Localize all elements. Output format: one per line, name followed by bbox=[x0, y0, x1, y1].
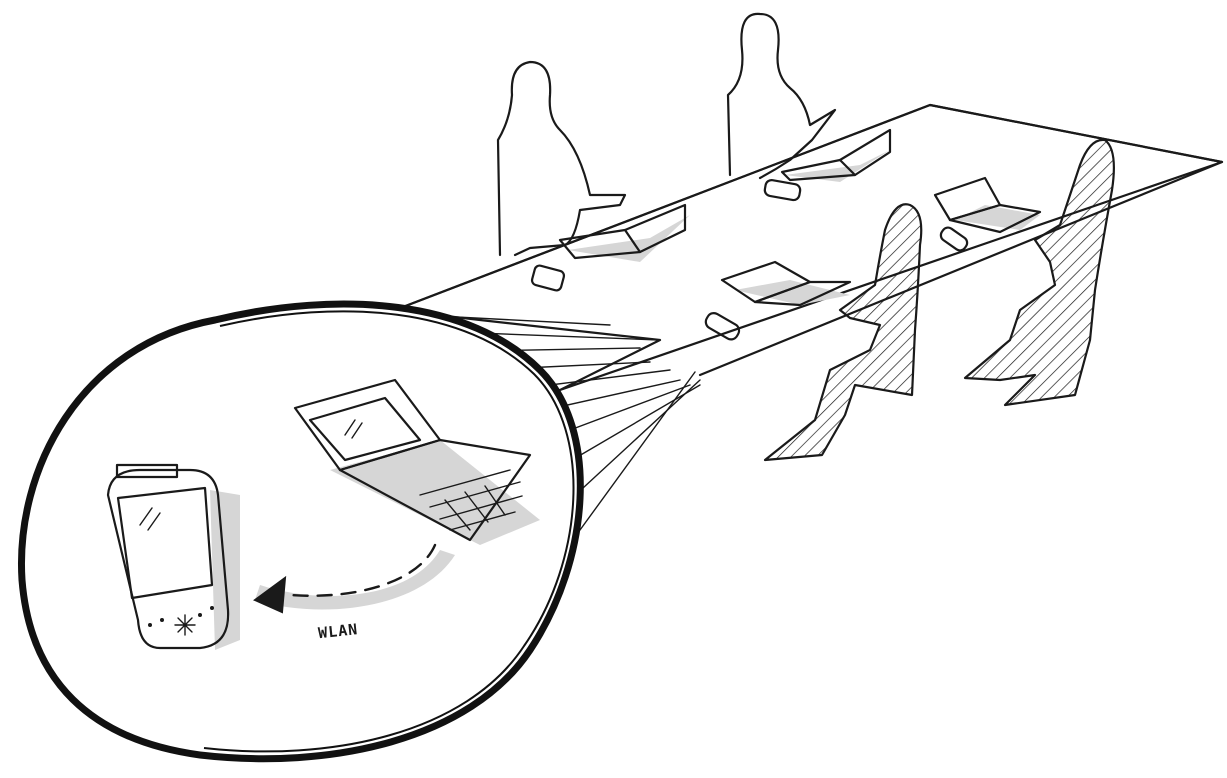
laptop-center bbox=[722, 262, 850, 305]
person-hatched-front bbox=[765, 204, 921, 460]
laptop-right bbox=[935, 178, 1040, 232]
person-hatched-right bbox=[965, 140, 1114, 405]
person-outline-back bbox=[728, 14, 835, 178]
person-outline-left bbox=[498, 62, 625, 255]
